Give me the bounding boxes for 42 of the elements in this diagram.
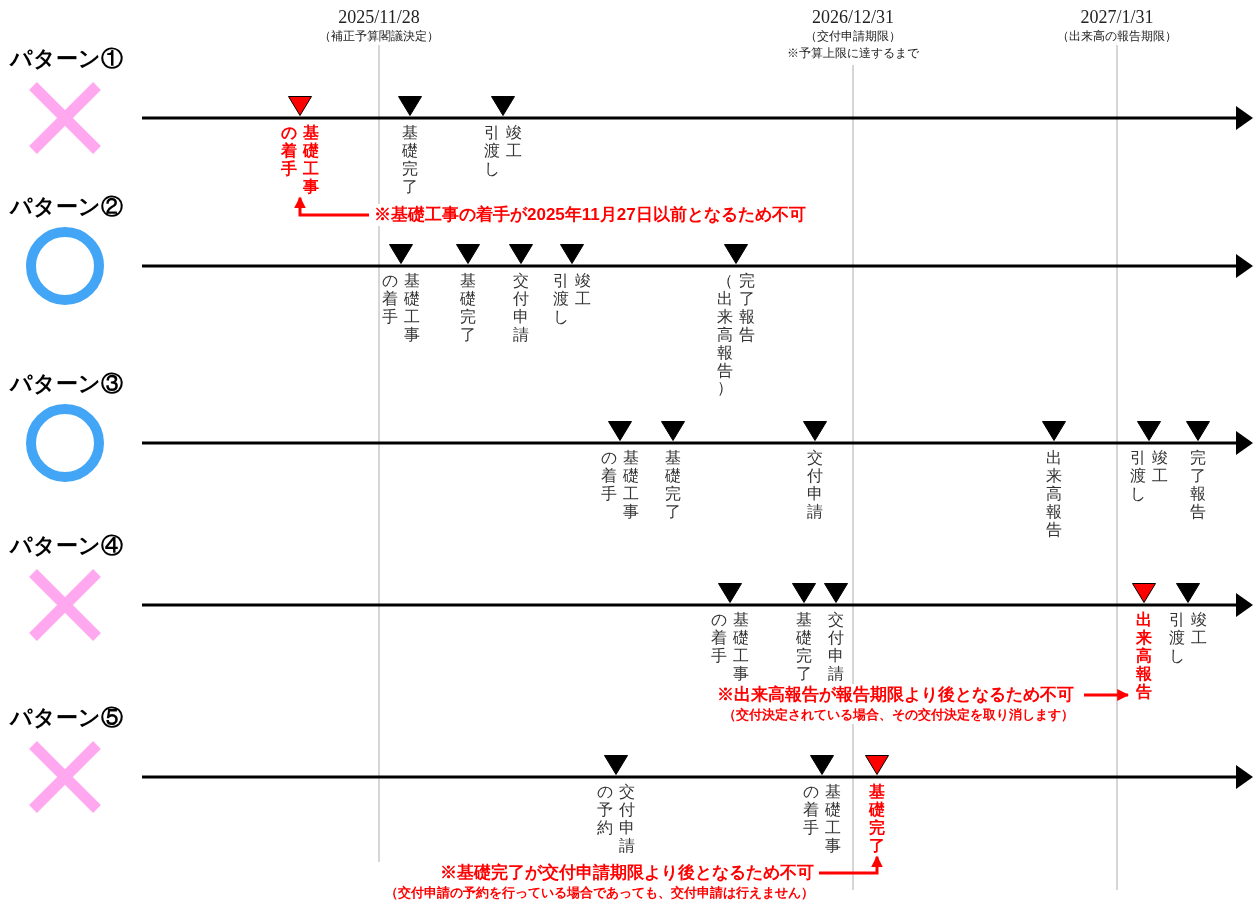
date-label: 2026/12/31 [812, 6, 894, 28]
milestone-label: 交付申請 [828, 611, 844, 683]
milestone-label: 完了報告（出来高報告） [717, 272, 755, 398]
pattern-title: パターン③ [10, 373, 123, 395]
date-label: 2025/11/28 [338, 6, 420, 28]
milestone-label: 交付申請の予約 [597, 783, 635, 855]
milestone-label: 基礎完了 [796, 611, 812, 683]
milestone-label: 基礎工事の着手 [281, 124, 319, 196]
warning-subnote: （交付申請の予約を行っている場合であっても、交付申請は行えません） [385, 884, 814, 902]
milestone-label: 基礎完了 [402, 124, 418, 196]
pattern-title: パターン④ [10, 535, 123, 557]
milestone-label: 竣工引渡し [1130, 449, 1168, 503]
milestone-label: 完了報告 [1190, 449, 1206, 521]
pattern-title: パターン① [10, 48, 123, 70]
milestone-label: 基礎工事の着手 [803, 783, 841, 855]
milestone-label: 基礎工事の着手 [711, 611, 749, 683]
milestone-label: 基礎工事の着手 [382, 272, 420, 344]
date-note: （出来高の報告期限） [1057, 28, 1177, 45]
warning-note: ※基礎完了が交付申請期限より後となるため不可 [440, 862, 814, 884]
arrow [1084, 689, 1130, 701]
warning-note: ※出来高報告が報告期限より後となるため不可 [717, 684, 1074, 706]
milestone-label: 出来高報告 [1136, 611, 1152, 701]
pattern-title: パターン⑤ [10, 707, 123, 729]
milestone-label: 出来高報告 [1046, 449, 1062, 539]
date-note: ※予算上限に達するまで [787, 45, 919, 62]
milestone-label: 竣工引渡し [484, 124, 522, 178]
milestone-label: 基礎完了 [460, 272, 476, 344]
arrow [819, 855, 883, 875]
date-note: （補正予算閣議決定） [319, 28, 439, 45]
milestone-label: 基礎完了 [665, 449, 681, 521]
date-note: （交付申請期限） [805, 28, 901, 45]
milestone-label: 基礎工事の着手 [601, 449, 639, 521]
milestone-label: 竣工引渡し [553, 272, 591, 326]
milestone-label: 交付申請 [513, 272, 529, 344]
milestone-label: 基礎完了 [869, 783, 885, 855]
warning-subnote: （交付決定されている場合、その交付決定を取り消します） [723, 706, 1074, 724]
milestone-label: 竣工引渡し [1169, 611, 1207, 665]
date-label: 2027/1/31 [1080, 6, 1154, 28]
arrow [294, 196, 369, 217]
pattern-title: パターン② [10, 196, 123, 218]
warning-note: ※基礎工事の着手が2025年11月27日以前となるため不可 [374, 204, 806, 226]
milestone-label: 交付申請 [807, 449, 823, 521]
